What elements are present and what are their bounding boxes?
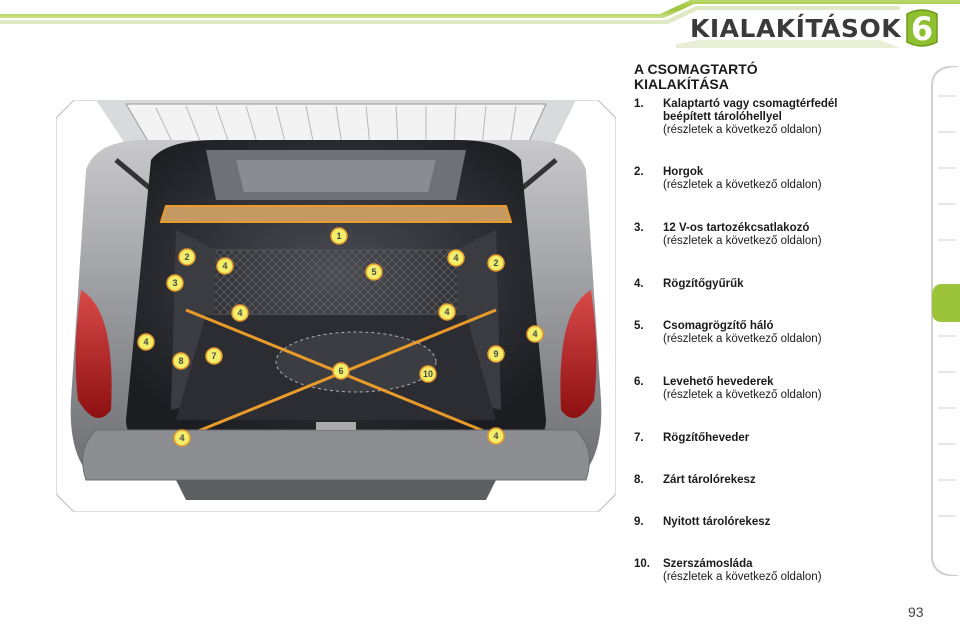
callout-4-c: 4 [231, 304, 249, 322]
legend-item-4: 4. Rögzítőgyűrűk [634, 278, 744, 291]
callout-4-h: 4 [487, 427, 505, 445]
svg-text:9: 9 [493, 349, 498, 359]
legend-item-detail: (részletek a következő oldalon) [663, 179, 822, 191]
callout-1: 1 [330, 227, 348, 245]
chapter-tabs [931, 66, 960, 576]
legend-item-detail: (részletek a következő oldalon) [663, 124, 822, 136]
legend-item-8: 8. Zárt tárolórekesz [634, 474, 756, 487]
callout-4-e: 4 [137, 333, 155, 351]
svg-text:3: 3 [172, 278, 177, 288]
legend-item-label: Nyitott tárolórekesz [663, 516, 771, 528]
legend-item-number: 6. [634, 376, 644, 388]
legend-item-number: 5. [634, 320, 644, 332]
legend-item-label: Rögzítőheveder [663, 432, 750, 444]
legend-item-label: Levehető hevederek [663, 376, 774, 388]
page-number: 93 [908, 604, 924, 620]
callout-7: 7 [205, 347, 223, 365]
legend-item-label: Horgok [663, 166, 704, 178]
legend-item-detail: (részletek a következő oldalon) [663, 571, 822, 583]
section-title-line2: KIALAKÍTÁSA [634, 76, 729, 92]
chapter-number: 6 [910, 10, 934, 48]
legend-item-number: 1. [634, 98, 644, 110]
legend-item-10: 10. Szerszámosláda (részletek a következ… [634, 558, 822, 584]
legend-item-number: 4. [634, 278, 644, 290]
legend-item-detail: (részletek a következő oldalon) [663, 333, 822, 345]
svg-text:4: 4 [444, 307, 449, 317]
svg-text:8: 8 [178, 356, 183, 366]
svg-text:4: 4 [532, 329, 537, 339]
svg-text:6: 6 [338, 366, 343, 376]
legend-item-number: 7. [634, 432, 644, 444]
legend-item-label: Szerszámosláda [663, 558, 753, 570]
legend-item-detail: (részletek a következő oldalon) [663, 389, 822, 401]
legend-item-number: 2. [634, 166, 644, 178]
svg-text:1: 1 [336, 231, 341, 241]
svg-text:2: 2 [184, 252, 189, 262]
chapter-badge [906, 9, 938, 47]
header-band [0, 0, 960, 56]
legend-item-5: 5. Csomagrögzítő háló (részletek a követ… [634, 320, 822, 346]
svg-text:4: 4 [143, 337, 148, 347]
callout-10: 10 [419, 365, 437, 383]
legend-item-2: 2. Horgok (részletek a következő oldalon… [634, 166, 822, 192]
legend-item-label: 12 V-os tartozékcsatlakozó [663, 222, 810, 234]
callout-3: 3 [166, 274, 184, 292]
chapter-title: KIALAKÍTÁSOK [690, 14, 902, 43]
legend-item-label: Csomagrögzítő háló [663, 320, 774, 332]
svg-text:4: 4 [453, 253, 458, 263]
callout-4-d: 4 [438, 303, 456, 321]
callout-5: 5 [365, 263, 383, 281]
svg-text:4: 4 [493, 431, 498, 441]
svg-text:7: 7 [211, 351, 216, 361]
callout-6: 6 [332, 362, 350, 380]
legend-item-number: 10. [634, 558, 650, 570]
section-title-line1: A CSOMAGTARTÓ [634, 61, 758, 77]
svg-text:4: 4 [179, 433, 184, 443]
legend-item-9: 9. Nyitott tárolórekesz [634, 516, 770, 529]
svg-text:2: 2 [493, 258, 498, 268]
callout-2-right: 2 [487, 254, 505, 272]
legend-item-label: Kalaptartó vagy csomagtérfedél [663, 98, 838, 110]
callout-8: 8 [172, 352, 190, 370]
legend-item-number: 3. [634, 222, 644, 234]
svg-text:10: 10 [423, 369, 433, 379]
callout-2-left: 2 [178, 248, 196, 266]
trunk-illustration: 1 2 2 3 4 4 4 4 4 4 4 4 5 6 7 8 9 10 [56, 100, 616, 512]
legend-item-6: 6. Levehető hevederek (részletek a követ… [634, 376, 822, 402]
legend-item-number: 9. [634, 516, 644, 528]
legend-item-label-cont: beépített tárolóhellyel [663, 111, 782, 123]
callout-4-a: 4 [216, 257, 234, 275]
legend-item-3: 3. 12 V-os tartozékcsatlakozó (részletek… [634, 222, 822, 248]
legend-item-1: 1. Kalaptartó vagy csomagtérfedél beépít… [634, 98, 837, 137]
legend-item-7: 7. Rögzítőheveder [634, 432, 749, 445]
svg-text:4: 4 [237, 308, 242, 318]
legend-item-label: Zárt tárolórekesz [663, 474, 756, 486]
callout-9: 9 [487, 345, 505, 363]
legend-item-number: 8. [634, 474, 644, 486]
legend-item-label: Rögzítőgyűrűk [663, 278, 744, 290]
callout-4-b: 4 [447, 249, 465, 267]
legend-item-detail: (részletek a következő oldalon) [663, 235, 822, 247]
section-title: A CSOMAGTARTÓ KIALAKÍTÁSA [634, 62, 864, 92]
svg-text:4: 4 [222, 261, 227, 271]
svg-text:5: 5 [371, 267, 376, 277]
callout-4-f: 4 [526, 325, 544, 343]
callout-4-g: 4 [173, 429, 191, 447]
